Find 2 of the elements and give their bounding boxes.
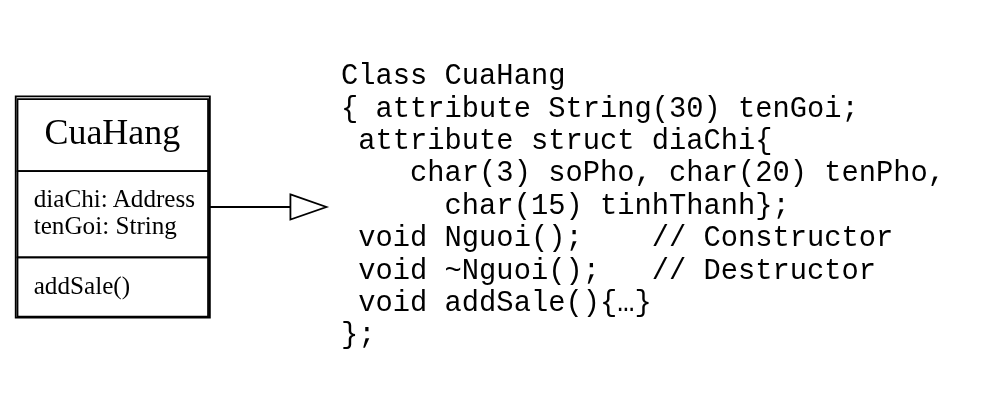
arrow — [209, 193, 330, 221]
node-text: Class CuaHang { attribute String(30) tenGoi; attribute struct diaChi{ char(3) soPho, char(20) tenPho, char(15) tinhThanh}; void Nguoi(); // Constructor void ~Nguoi(); // Destructor void addSale(){…} }; — [341, 60, 945, 353]
